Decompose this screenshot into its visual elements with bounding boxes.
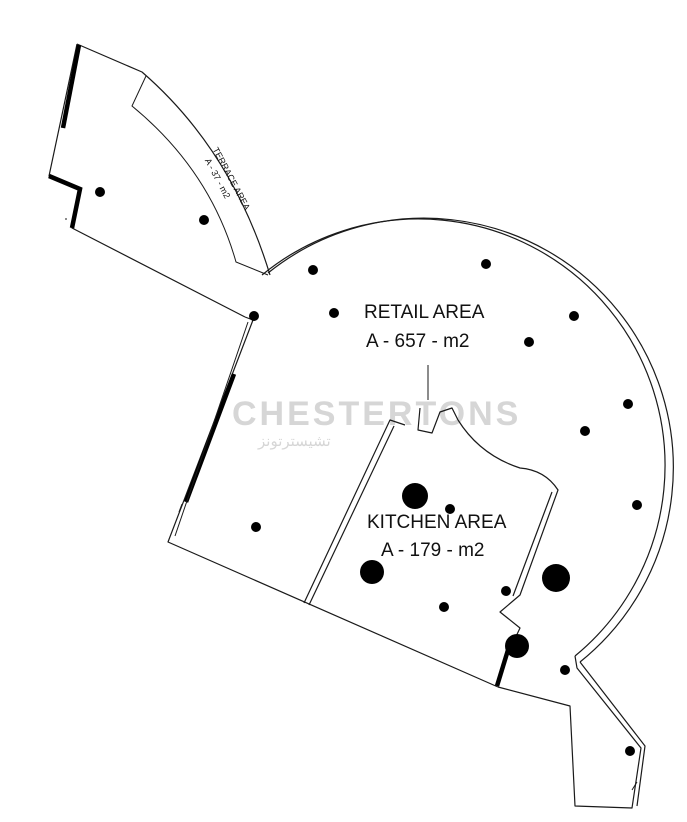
column [623, 399, 633, 409]
column [445, 504, 455, 514]
column [439, 602, 449, 612]
watermark-brand-arabic: تشيسترتونز [257, 433, 331, 450]
large-column [505, 634, 529, 658]
large-column [360, 560, 384, 584]
large-column [542, 564, 570, 592]
column [251, 522, 261, 532]
column [580, 426, 590, 436]
column [308, 265, 318, 275]
column [524, 337, 534, 347]
retail-area: A - 657 - m2 [366, 331, 470, 352]
retail-label: RETAIL AREA A - 657 - m2 [364, 302, 485, 352]
columns [95, 187, 642, 756]
retail-name: RETAIL AREA [364, 302, 485, 323]
column [560, 665, 570, 675]
kitchen-label: KITCHEN AREA A - 179 - m2 [367, 512, 507, 561]
retail-outline [167, 217, 674, 688]
watermark: CHESTERTONS تشيسترتونز [232, 395, 521, 450]
column [632, 500, 642, 510]
watermark-brand: CHESTERTONS [232, 395, 521, 433]
column [481, 259, 491, 269]
large-column [402, 483, 428, 509]
terrace-outline [48, 43, 271, 318]
kitchen-outline [303, 365, 559, 687]
column [329, 308, 339, 318]
column [249, 311, 259, 321]
terrace-label: TERRACE AREA A - 37 - m2 [203, 146, 252, 212]
kitchen-name: KITCHEN AREA [367, 512, 507, 533]
column [199, 215, 209, 225]
column [95, 187, 105, 197]
column [569, 311, 579, 321]
column [501, 586, 511, 596]
kitchen-area: A - 179 - m2 [381, 540, 485, 561]
lower-right-outline [497, 655, 646, 809]
column [625, 746, 635, 756]
